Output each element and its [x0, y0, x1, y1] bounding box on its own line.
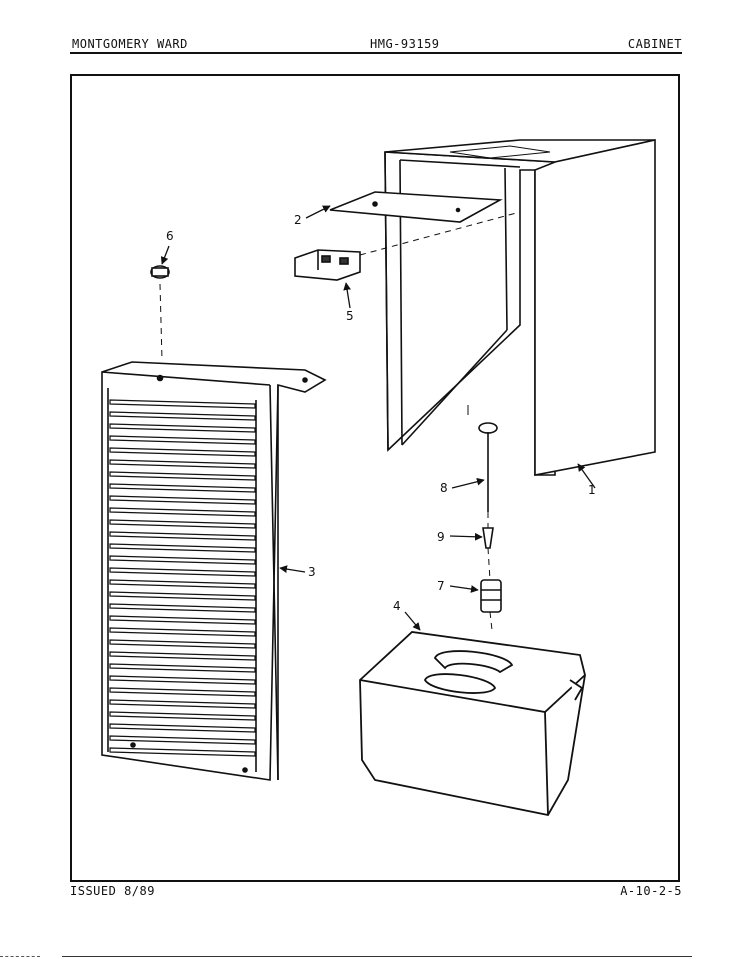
- callout-2: 2: [294, 213, 302, 227]
- louver-slat: [109, 711, 256, 721]
- callout-5: 5: [346, 309, 354, 323]
- diagram-frame: [70, 74, 680, 882]
- louver-slat: [109, 603, 256, 613]
- louver-slat: [109, 699, 256, 709]
- callout-6: 6: [166, 229, 174, 243]
- louver-slat: [109, 507, 256, 517]
- louver-slat: [109, 423, 256, 433]
- louver-slat: [109, 663, 256, 673]
- louver-slat: [109, 687, 256, 697]
- louver-slat: [109, 519, 256, 529]
- louver-slat: [109, 411, 256, 421]
- callout-4: 4: [393, 599, 401, 613]
- bottom-rule: [62, 956, 692, 957]
- louver-slat: [109, 747, 256, 757]
- header-brand: MONTGOMERY WARD: [72, 37, 188, 51]
- assembly-guide-lines: [159, 178, 521, 631]
- louver-slat: [109, 579, 256, 589]
- header-section-title: CABINET: [627, 37, 682, 51]
- part-bracket-plate: [329, 191, 503, 223]
- callout-1: 1: [588, 483, 596, 497]
- callout-3: 3: [308, 565, 316, 579]
- part-float-rod: [478, 422, 498, 512]
- louver-slat: [109, 531, 256, 541]
- header-model-number: HMG-93159: [370, 37, 440, 51]
- callout-labels: 1 2 3 4 5 6 7 8 9: [166, 213, 596, 613]
- part-cabinet-shell: [384, 139, 656, 476]
- louver-slat: [109, 483, 256, 493]
- part-float-holder: [480, 579, 502, 613]
- bottom-dashed-stub: [0, 956, 40, 957]
- callout-arrows: [160, 205, 596, 631]
- louver-slat: [109, 627, 256, 637]
- louver-slat: [109, 399, 256, 409]
- callout-8: 8: [440, 481, 448, 495]
- part-knob: [150, 265, 170, 279]
- footer-issued-date: ISSUED 8/89: [70, 884, 155, 898]
- louver-slat: [109, 651, 256, 661]
- part-control-switch: [294, 249, 361, 281]
- louver-slat: [109, 435, 256, 445]
- louver-slat: [109, 735, 256, 745]
- louver-slat: [109, 591, 256, 601]
- louver-slat: [109, 447, 256, 457]
- louver-slat: [109, 639, 256, 649]
- part-louvered-grille: [101, 361, 327, 781]
- part-clip: [482, 527, 494, 549]
- louver-slat: [109, 615, 256, 625]
- louver-slat: [109, 495, 256, 505]
- callout-9: 9: [437, 530, 445, 544]
- louver-slat: [109, 459, 256, 469]
- footer-page-code: A-10-2-5: [620, 884, 682, 898]
- header-rule: [70, 52, 682, 54]
- louver-slat: [109, 675, 256, 685]
- part-water-bucket: [359, 631, 586, 817]
- louver-slat: [109, 471, 256, 481]
- louver-slat: [109, 723, 256, 733]
- louver-slat: [109, 567, 256, 577]
- louver-slat: [109, 543, 256, 553]
- louver-slat: [109, 555, 256, 565]
- callout-7: 7: [437, 579, 445, 593]
